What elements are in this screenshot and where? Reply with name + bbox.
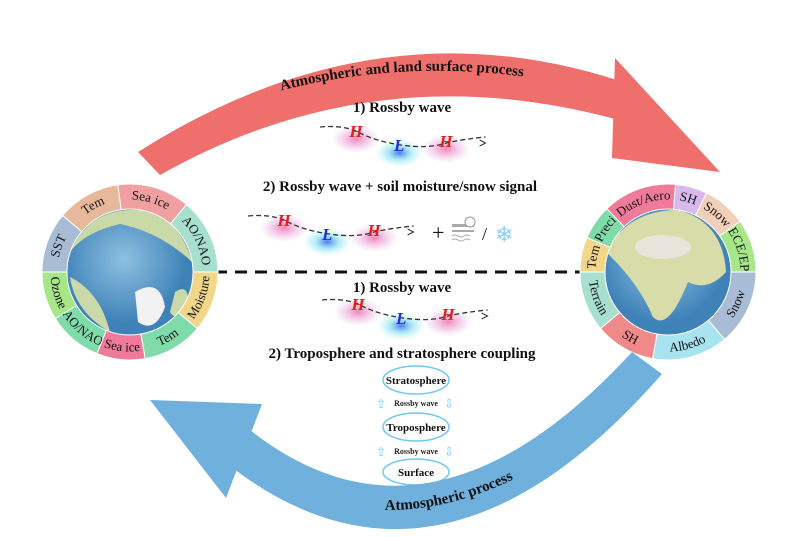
high-pressure-label: H — [440, 305, 455, 324]
soil-moisture-icon — [451, 216, 476, 242]
high-pressure-label: H — [348, 122, 363, 141]
atmospheric-land-surface-arrow: Atmospheric and land surface process — [138, 53, 720, 175]
factor-segment: Sea ice — [96, 329, 146, 361]
coupling-diagram: Stratosphere Rossby wave ⇧ ⇩ Troposphere… — [376, 365, 454, 486]
high-pressure-label: H — [438, 132, 453, 151]
upper-item-1: 1) Rossby wave — [353, 100, 452, 116]
rossby-wave-label-1: Rossby wave — [394, 399, 438, 408]
factor-segment: Ozone — [41, 271, 78, 320]
down-arrow-icon: ⇩ — [444, 445, 454, 459]
factor-segment: Sea ice — [117, 183, 188, 225]
factor-label: SH — [679, 189, 699, 208]
high-pressure-label: H — [276, 211, 291, 230]
factor-segment: Tem — [579, 236, 611, 273]
wave-path — [321, 298, 488, 321]
rossby-wave-label-2: Rossby wave — [394, 447, 438, 456]
low-pressure-label: L — [395, 309, 406, 328]
lower-item-1: 1) Rossby wave — [353, 280, 452, 296]
lower-item-2: 2) Troposphere and stratosphere coupling — [269, 346, 536, 362]
low-pressure-label: L — [321, 225, 332, 244]
wave-path — [319, 125, 486, 148]
up-arrow-icon: ⇧ — [376, 397, 386, 411]
factor-segment: Tem — [140, 311, 199, 360]
factor-label: Sea ice — [103, 336, 141, 355]
low-pressure-label: L — [393, 136, 404, 155]
troposphere-label: Troposphere — [386, 422, 445, 434]
slash: / — [482, 224, 487, 244]
factor-segment: Albedo — [652, 319, 726, 361]
upper-item-2: 2) Rossby wave + soil moisture/snow sign… — [263, 179, 537, 195]
stratosphere-label: Stratosphere — [386, 375, 446, 387]
high-pressure-label: H — [350, 295, 365, 314]
snow-icon: ❄ — [495, 222, 513, 247]
plus-sign: + — [432, 220, 444, 245]
up-arrow-icon: ⇧ — [376, 445, 386, 459]
surface-label: Surface — [398, 467, 434, 479]
factor-label: SH — [620, 326, 642, 347]
factor-segment: Moisture — [177, 271, 219, 330]
factor-segment: SH — [599, 311, 658, 360]
high-pressure-label: H — [366, 221, 381, 240]
factor-label: Tem — [584, 243, 603, 269]
down-arrow-icon: ⇩ — [444, 397, 454, 411]
wave-path — [247, 214, 414, 237]
